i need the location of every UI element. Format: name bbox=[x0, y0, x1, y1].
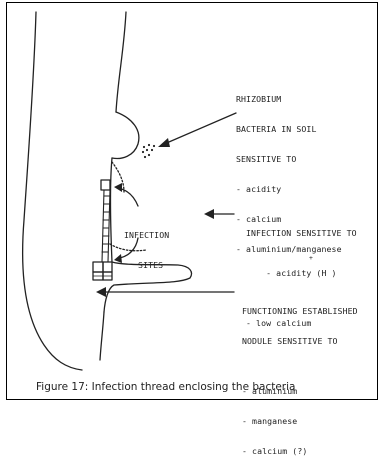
nodule-boxes bbox=[93, 262, 112, 280]
label-line: - acidity (H ) bbox=[266, 268, 336, 278]
arrow-infection-site-upper bbox=[114, 183, 138, 206]
label-line: SITES bbox=[124, 260, 169, 270]
arrow-infection-sensitive bbox=[204, 209, 234, 219]
infection-box-upper bbox=[101, 180, 110, 190]
label-line: BACTERIA IN SOIL bbox=[236, 124, 342, 134]
label-line: INFECTION bbox=[124, 230, 169, 240]
superscript-plus: + bbox=[309, 253, 313, 263]
root-hair-bulge bbox=[112, 112, 139, 158]
arrow-rhizobium bbox=[158, 113, 236, 147]
figure-caption: Figure 17: Infection thread enclosing th… bbox=[36, 381, 295, 393]
infection-thread bbox=[102, 190, 110, 262]
root-outline-right-upper bbox=[116, 12, 126, 112]
label-line: INFECTION SENSITIVE TO bbox=[246, 228, 357, 238]
root-outline-left bbox=[23, 12, 82, 370]
label-nodule: FUNCTIONING ESTABLISHED NODULE SENSITIVE… bbox=[242, 286, 358, 466]
bacteria-dots bbox=[142, 144, 155, 158]
arrow-nodule bbox=[96, 287, 234, 297]
label-line: FUNCTIONING ESTABLISHED bbox=[242, 306, 358, 316]
label-line: NODULE SENSITIVE TO bbox=[242, 336, 358, 346]
label-line: - acidity bbox=[236, 184, 342, 194]
label-line: - manganese bbox=[242, 416, 358, 426]
root-outline-right-bottom bbox=[100, 312, 104, 360]
label-infection-sites: INFECTION SITES bbox=[124, 210, 169, 280]
label-line: - calcium (?) bbox=[242, 446, 358, 456]
label-line: SENSITIVE TO bbox=[236, 154, 342, 164]
label-line: RHIZOBIUM bbox=[236, 94, 342, 104]
root-outline-right-lower bbox=[111, 158, 113, 262]
